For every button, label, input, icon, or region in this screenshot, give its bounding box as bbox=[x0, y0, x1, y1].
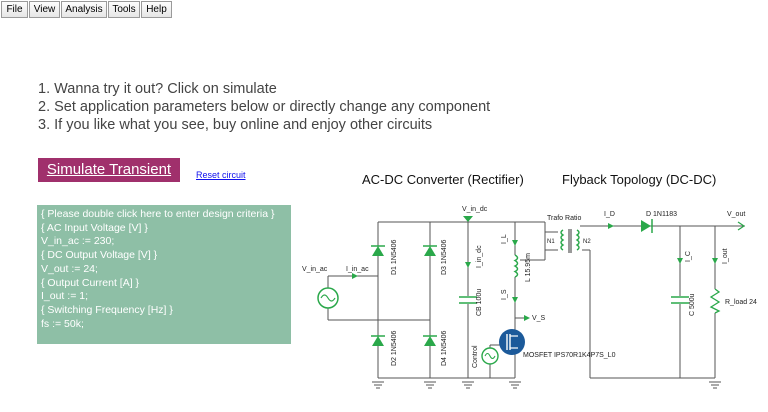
rectifier-title: AC-DC Converter (Rectifier) bbox=[362, 172, 524, 187]
label-trafo: Trafo Ratio bbox=[547, 215, 581, 222]
inductor-l[interactable] bbox=[510, 254, 520, 278]
label-cb: CB 100u bbox=[476, 289, 483, 316]
label-i-d: I_D bbox=[604, 211, 615, 218]
criteria-line: V_out := 24; bbox=[41, 262, 98, 275]
voltage-probe-icon bbox=[524, 315, 530, 321]
label-c: C 500u bbox=[689, 293, 696, 316]
label-i-in-dc: I_in_dc bbox=[476, 245, 483, 268]
criteria-line: V_in_ac := 230; bbox=[41, 235, 115, 248]
label-r-load: R_load 24 bbox=[725, 299, 757, 306]
current-probe-icon bbox=[608, 223, 614, 229]
label-mosfet: MOSFET IPS70R1K4P7S_L0 bbox=[523, 352, 616, 359]
criteria-line: { Switching Frequency [Hz] } bbox=[41, 303, 173, 316]
criteria-line: { AC Input Voltage [V] } bbox=[41, 221, 148, 234]
mosfet-switch[interactable] bbox=[499, 329, 525, 355]
flyback-title: Flyback Topology (DC-DC) bbox=[562, 172, 717, 187]
menu-bar: File View Analysis Tools Help bbox=[0, 0, 768, 20]
design-criteria-box[interactable]: { Please double click here to enter desi… bbox=[37, 205, 291, 344]
label-i-c: I_C bbox=[685, 251, 692, 262]
label-n2: N2 bbox=[583, 239, 591, 245]
label-d4: D4 1N5406 bbox=[441, 330, 448, 366]
resistor-load[interactable] bbox=[709, 288, 721, 314]
menu-file[interactable]: File bbox=[1, 1, 28, 18]
label-v-in-ac: V_in_ac bbox=[302, 266, 328, 273]
criteria-line: { Output Current [A] } bbox=[41, 276, 140, 289]
instruction-3: 3. If you like what you see, buy online … bbox=[38, 117, 433, 133]
criteria-line: { Please double click here to enter desi… bbox=[41, 208, 275, 220]
diode-d3[interactable] bbox=[423, 245, 437, 256]
criteria-line: I_out := 1; bbox=[41, 290, 88, 303]
output-terminal-icon bbox=[737, 221, 746, 231]
label-i-out: I_out bbox=[722, 248, 729, 264]
menu-help[interactable]: Help bbox=[141, 1, 172, 18]
menu-tools[interactable]: Tools bbox=[108, 1, 140, 18]
current-probe-icon bbox=[512, 240, 518, 246]
capacitor-c[interactable] bbox=[670, 296, 690, 304]
label-v-s: V_S bbox=[532, 315, 546, 322]
label-d2: D2 1N5406 bbox=[391, 330, 398, 366]
simulate-transient-button[interactable]: Simulate Transient bbox=[38, 158, 180, 182]
diode-d4[interactable] bbox=[423, 335, 437, 346]
instruction-2: 2. Set application parameters below or d… bbox=[38, 99, 491, 115]
ground-symbol bbox=[508, 381, 522, 389]
label-d1: D1 1N5406 bbox=[391, 239, 398, 275]
ground-symbol bbox=[708, 381, 722, 389]
reset-circuit-link[interactable]: Reset circuit bbox=[196, 170, 246, 180]
label-i-l: I_L bbox=[501, 234, 508, 244]
menu-analysis[interactable]: Analysis bbox=[61, 1, 107, 18]
label-v-in-dc: V_in_dc bbox=[462, 206, 488, 213]
control-pulse-source[interactable] bbox=[481, 347, 499, 365]
label-i-in-ac: I_in_ac bbox=[346, 266, 369, 273]
diode-d-output[interactable] bbox=[641, 219, 653, 233]
current-probe-icon bbox=[677, 258, 683, 264]
label-d3: D3 1N5406 bbox=[441, 239, 448, 275]
current-probe-icon bbox=[712, 258, 718, 264]
instructions: 1. Wanna try it out? Click on simulate 2… bbox=[38, 80, 490, 134]
transformer[interactable] bbox=[558, 228, 582, 254]
ground-symbol bbox=[461, 381, 475, 389]
criteria-line: fs := 50k; bbox=[41, 317, 84, 330]
label-control: Control bbox=[472, 345, 479, 368]
label-n1: N1 bbox=[547, 239, 555, 245]
voltage-probe-icon bbox=[463, 216, 473, 222]
label-v-out: V_out bbox=[727, 211, 745, 218]
capacitor-cb[interactable] bbox=[458, 296, 478, 304]
label-d: D 1N1183 bbox=[646, 211, 677, 218]
menu-view[interactable]: View bbox=[29, 1, 60, 18]
current-probe-icon bbox=[512, 297, 518, 303]
label-i-s: I_S bbox=[501, 289, 508, 300]
current-probe-icon bbox=[352, 273, 358, 279]
ground-symbol bbox=[371, 381, 385, 389]
diode-d1[interactable] bbox=[371, 245, 385, 256]
current-probe-icon bbox=[465, 262, 471, 268]
criteria-line: { DC Output Voltage [V] } bbox=[41, 249, 158, 262]
label-l: L 15.95m bbox=[525, 253, 532, 282]
diode-d2[interactable] bbox=[371, 335, 385, 346]
instruction-1: 1. Wanna try it out? Click on simulate bbox=[38, 81, 277, 97]
ground-symbol bbox=[423, 381, 437, 389]
ac-voltage-source[interactable] bbox=[317, 287, 339, 309]
